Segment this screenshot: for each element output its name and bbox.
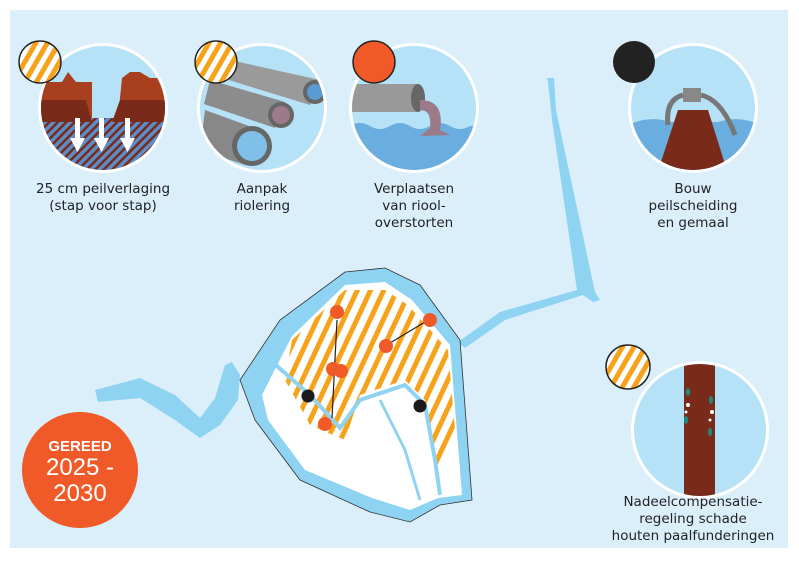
caption-line: Verplaatsen xyxy=(373,181,455,197)
caption-line: riolering xyxy=(233,198,291,214)
badge-label: GEREED xyxy=(48,438,112,455)
caption-line: Aanpak xyxy=(236,181,288,197)
badge-years-start: 2025 - xyxy=(45,454,115,481)
wooden-pile-foundation-illustration xyxy=(605,344,769,499)
caption-overflow: Verplaatsen van riool- overstorten xyxy=(374,181,454,232)
city-map xyxy=(95,78,600,523)
status-hatched-icon xyxy=(605,344,651,390)
status-hatched-icon xyxy=(18,40,62,84)
caption-water-level-lowering: 25 cm peilverlaging (stap voor stap) xyxy=(36,181,170,215)
status-hatched-icon xyxy=(194,40,238,84)
caption-line: van riool- xyxy=(382,198,446,214)
caption-line: houten paalfunderingen xyxy=(611,528,775,544)
badge-years-end: 2030 xyxy=(53,480,107,507)
status-orange-icon xyxy=(352,40,396,84)
status-black-icon xyxy=(613,41,655,83)
caption-line: en gemaal xyxy=(657,215,729,231)
weir-pumping-station-illustration xyxy=(613,41,758,173)
water-level-lowering-illustration xyxy=(18,40,168,173)
caption-weir: Bouw peilscheiding en gemaal xyxy=(649,181,738,232)
caption-sewer: Aanpak riolering xyxy=(234,181,290,215)
caption-line: overstorten xyxy=(374,215,454,231)
caption-line: Bouw xyxy=(674,181,712,197)
caption-line: (stap voor stap) xyxy=(49,198,157,214)
caption-line: regeling schade xyxy=(639,511,747,527)
completion-badge: GEREED 2025 - 2030 xyxy=(22,412,138,528)
caption-compensation: Nadeelcompensatie- regeling schade houte… xyxy=(612,494,775,545)
caption-line: peilscheiding xyxy=(648,198,738,214)
sewer-pipes-illustration xyxy=(194,40,327,173)
sewer-overflow-illustration xyxy=(349,40,479,173)
caption-line: Nadeelcompensatie- xyxy=(623,494,763,510)
caption-line: 25 cm peilverlaging xyxy=(35,181,171,197)
